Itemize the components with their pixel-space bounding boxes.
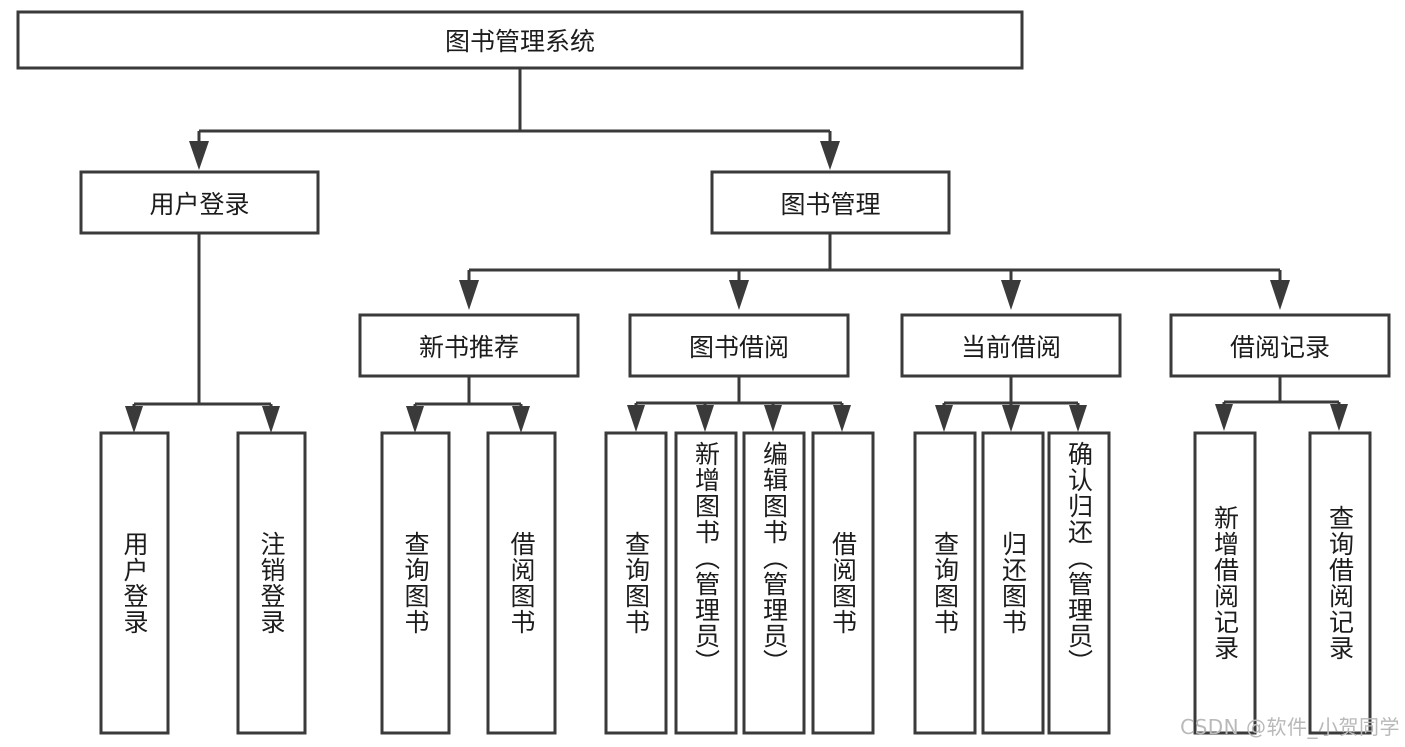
connector-group-borrow [627, 376, 851, 432]
connector-group-root [189, 68, 840, 170]
connector-group-newbook [406, 376, 530, 433]
connector-group-bookmgmt [459, 233, 1290, 310]
arrow-bookmgmt-to-record [1270, 280, 1290, 310]
node-box-root[interactable] [16, 10, 1024, 70]
node-box-leaf-query-book-3[interactable] [913, 431, 977, 735]
arrow-root-to-login [189, 141, 209, 170]
node-box-login[interactable] [79, 170, 320, 235]
node-box-leaf-add-book[interactable] [674, 431, 738, 735]
node-box-leaf-query-book-1[interactable] [380, 431, 451, 735]
arrow-bookmgmt-to-newbook [459, 280, 479, 310]
arrow-record-child-2 [1330, 404, 1348, 431]
arrow-borrow-child-3 [764, 405, 782, 432]
node-box-leaf-confirm-return[interactable] [1047, 431, 1111, 735]
node-box-leaf-query-book-2[interactable] [604, 431, 668, 735]
node-box-bookmgmt[interactable] [710, 170, 951, 235]
arrow-bookmgmt-to-borrow [729, 280, 749, 310]
node-box-leaf-query-record[interactable] [1308, 431, 1372, 735]
arrow-newbook-child-1 [406, 406, 424, 433]
arrow-borrow-child-2 [696, 405, 714, 432]
connector-group-record [1215, 376, 1348, 431]
node-box-leaf-add-record[interactable] [1193, 431, 1257, 735]
arrow-login-child-2 [262, 406, 280, 433]
node-box-leaf-logout[interactable] [236, 431, 307, 735]
arrow-borrow-child-1 [627, 405, 645, 432]
node-box-record[interactable] [1169, 313, 1391, 378]
arrow-newbook-child-2 [512, 406, 530, 433]
node-box-leaf-borrow-book-2[interactable] [811, 431, 875, 735]
watermark-text: CSDN @软件_小贺同学 [1180, 715, 1400, 739]
node-box-current[interactable] [900, 313, 1122, 378]
connector-group-login [125, 233, 280, 433]
arrow-current-child-1 [935, 405, 953, 432]
arrow-current-child-2 [1002, 405, 1020, 432]
node-box-leaf-return-book[interactable] [981, 431, 1045, 735]
node-box-newbook[interactable] [358, 313, 580, 378]
arrow-bookmgmt-to-current [1001, 280, 1021, 310]
arrow-current-child-3 [1069, 405, 1087, 432]
arrow-record-child-1 [1215, 404, 1233, 431]
node-box-leaf-user-login[interactable] [99, 431, 170, 735]
arrow-borrow-child-4 [833, 405, 851, 432]
arrow-login-child-1 [125, 406, 143, 433]
connector-group-current [935, 376, 1087, 432]
arrow-root-to-bookmgmt [820, 141, 840, 170]
node-box-leaf-borrow-book-1[interactable] [486, 431, 557, 735]
node-box-leaf-edit-book[interactable] [742, 431, 806, 735]
node-box-borrow[interactable] [628, 313, 850, 378]
